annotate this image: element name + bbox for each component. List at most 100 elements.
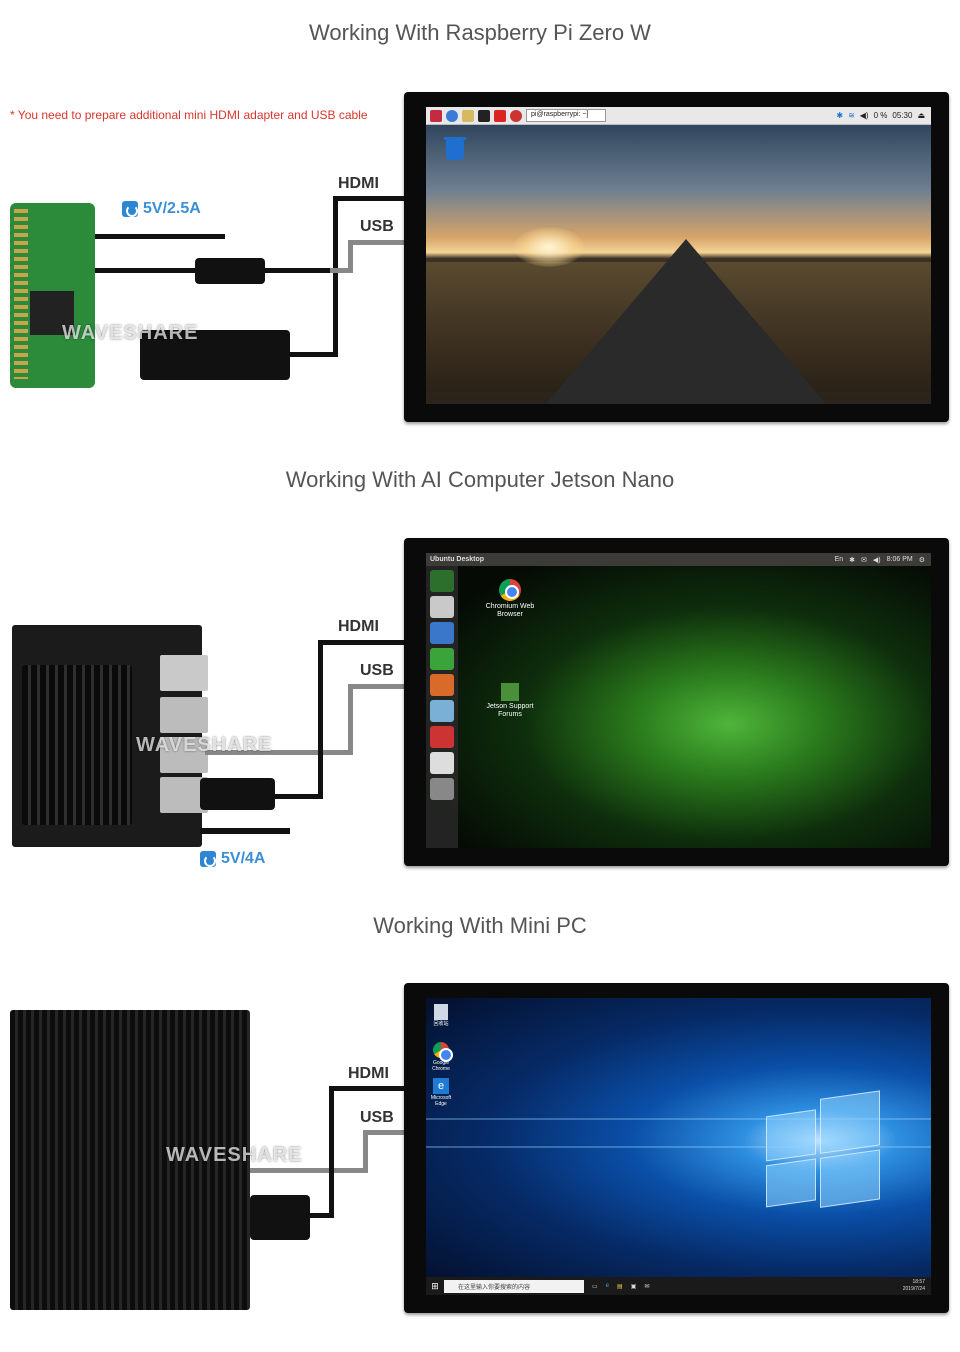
dash-icon[interactable] bbox=[430, 570, 454, 592]
software-icon[interactable] bbox=[430, 700, 454, 722]
wolfram-icon[interactable] bbox=[494, 109, 506, 122]
power-spec-jetson: 5V/4A bbox=[200, 850, 265, 868]
drive-icon[interactable] bbox=[430, 752, 454, 774]
watermark-minipc: WAVESHARE bbox=[166, 1144, 303, 1166]
hdmi-plug-jetson bbox=[200, 778, 275, 810]
file-explorer-icon[interactable]: ▤ bbox=[617, 1283, 623, 1290]
taskbar-search-box[interactable]: 在这里输入你要搜索的内容 bbox=[444, 1279, 584, 1293]
jetson-forums-desktop-item[interactable]: Jetson Support Forums bbox=[480, 683, 540, 719]
usb-label-jetson: USB bbox=[360, 662, 394, 679]
chromium-desktop-item[interactable]: Chromium Web Browser bbox=[480, 579, 540, 619]
chrome-desktop-item[interactable]: Google Chrome bbox=[426, 1042, 456, 1072]
usb-cable-jetson-top bbox=[348, 684, 408, 689]
ubuntu-desktop-screen: Ubuntu Desktop En ✱ ✉ ◀) 8:06 PM ⚙ Chrom… bbox=[426, 553, 931, 848]
usb-cable-minipc-v bbox=[363, 1130, 368, 1173]
power-icon bbox=[200, 851, 216, 867]
usb-cable-minipc-h bbox=[250, 1168, 368, 1173]
hdmi-cable-jetson-h bbox=[275, 794, 323, 799]
trash-icon[interactable] bbox=[430, 778, 454, 800]
mini-hdmi-adapter bbox=[140, 330, 290, 380]
usb-cable-jetson-v bbox=[348, 684, 353, 755]
jetson-nano-board bbox=[12, 625, 208, 847]
power-spec-pi: 5V/2.5A bbox=[122, 200, 201, 218]
usb-cable-pi-top bbox=[348, 240, 408, 245]
soc-chip bbox=[30, 291, 74, 335]
hdmi-cable-minipc-h bbox=[310, 1213, 334, 1218]
hdmi-label-jetson: HDMI bbox=[338, 618, 379, 635]
hdmi-label-pi: HDMI bbox=[338, 175, 379, 192]
hdmi-cable-pi-v bbox=[333, 196, 338, 357]
hdmi-plug-minipc bbox=[250, 1195, 310, 1240]
mail-icon[interactable]: ✉ bbox=[861, 556, 867, 564]
section-title-minipc: Working With Mini PC bbox=[373, 913, 587, 938]
forums-icon bbox=[501, 683, 519, 701]
watermark-jetson: WAVESHARE bbox=[136, 734, 273, 756]
section-title-pi: Working With Raspberry Pi Zero W bbox=[309, 20, 651, 45]
light-beam bbox=[426, 1146, 931, 1148]
heatsink bbox=[22, 665, 132, 825]
browser-icon[interactable] bbox=[446, 109, 458, 122]
tray-date: 2019/7/24 bbox=[902, 1286, 925, 1292]
usb-label-minipc: USB bbox=[360, 1109, 394, 1126]
topbar-clock[interactable]: 8:06 PM bbox=[886, 555, 913, 563]
wifi-icon[interactable]: ≋ bbox=[848, 111, 855, 120]
impress-icon[interactable] bbox=[430, 674, 454, 696]
usb-port-1 bbox=[160, 697, 208, 733]
usb-port-2 bbox=[160, 737, 208, 773]
usb-cable-jetson-h bbox=[205, 750, 353, 755]
recycle-bin-desktop-item[interactable]: 回收站 bbox=[426, 1004, 456, 1027]
edge-icon: e bbox=[433, 1078, 449, 1094]
chrome-icon bbox=[433, 1042, 453, 1062]
writer-icon[interactable] bbox=[430, 622, 454, 644]
system-tray-clock[interactable]: 18:57 2019/7/24 bbox=[903, 1279, 931, 1293]
bluetooth-icon[interactable]: ✱ bbox=[849, 556, 856, 564]
hdmi-label-minipc: HDMI bbox=[348, 1065, 389, 1082]
topbar-title: Ubuntu Desktop bbox=[430, 556, 485, 563]
power-cable-jetson bbox=[200, 828, 290, 834]
settings-icon[interactable] bbox=[430, 726, 454, 748]
wastebasket-icon[interactable] bbox=[444, 137, 466, 160]
edge-taskbar-icon[interactable]: e bbox=[605, 1283, 610, 1289]
taskbar-clock: 05:30 bbox=[892, 111, 913, 120]
ubuntu-launcher bbox=[426, 566, 458, 848]
usb-cable-pi-h bbox=[330, 268, 352, 273]
hdmi-cable-jetson-top bbox=[318, 640, 408, 645]
mini-pc-case bbox=[10, 1010, 250, 1310]
usb-cable-pi-v bbox=[348, 240, 353, 273]
volume-icon[interactable]: ◀) bbox=[859, 111, 869, 120]
monitor-jetson: Ubuntu Desktop En ✱ ✉ ◀) 8:06 PM ⚙ Chrom… bbox=[404, 538, 949, 866]
eject-icon[interactable]: ⏏ bbox=[917, 111, 925, 120]
edge-desktop-item[interactable]: e Microsoft Edge bbox=[426, 1078, 456, 1107]
ubuntu-top-bar: Ubuntu Desktop En ✱ ✉ ◀) 8:06 PM ⚙ bbox=[426, 553, 931, 566]
volume-icon[interactable]: ◀) bbox=[872, 556, 881, 564]
power-label: 5V/4A bbox=[221, 850, 266, 867]
tray-time: 18:57 bbox=[912, 1279, 925, 1285]
recycle-bin-label: 回收站 bbox=[433, 1021, 449, 1027]
raspberry-menu-icon[interactable] bbox=[430, 109, 442, 122]
store-icon[interactable]: ▣ bbox=[630, 1283, 637, 1290]
chromium-label: Chromium Web Browser bbox=[485, 603, 535, 618]
calc-icon[interactable] bbox=[430, 648, 454, 670]
cpu-meter: 0 % bbox=[873, 111, 888, 120]
gpio-header bbox=[14, 209, 28, 379]
windows-taskbar: ⊞ 在这里输入你要搜索的内容 ▭ e ▤ ▣ ✉ 18:57 2019/7/24 bbox=[426, 1277, 931, 1295]
road bbox=[546, 239, 826, 404]
hdmi-cable-jetson-v bbox=[318, 640, 323, 799]
file-manager-icon[interactable] bbox=[462, 109, 474, 122]
mail-icon[interactable]: ✉ bbox=[644, 1283, 650, 1290]
bluetooth-icon[interactable]: ✱ bbox=[836, 111, 844, 120]
watermark-pi: WAVESHARE bbox=[62, 322, 199, 344]
power-cable bbox=[95, 234, 225, 239]
mathematica-icon[interactable] bbox=[510, 109, 522, 122]
terminal-icon[interactable] bbox=[478, 109, 490, 122]
task-view-icon[interactable]: ▭ bbox=[592, 1283, 598, 1290]
section-title-jetson: Working With AI Computer Jetson Nano bbox=[285, 467, 675, 492]
windows-start-icon[interactable]: ⊞ bbox=[431, 1280, 439, 1291]
ethernet-port bbox=[160, 655, 208, 691]
files-icon[interactable] bbox=[430, 596, 454, 618]
usb-cable-minipc-top bbox=[363, 1130, 408, 1135]
gear-icon[interactable]: ⚙ bbox=[918, 556, 925, 564]
usb-label-pi: USB bbox=[360, 218, 394, 235]
terminal-taskbar-tab[interactable]: pi@raspberrypi: ~] bbox=[526, 109, 606, 122]
keyboard-lang-indicator[interactable]: En bbox=[834, 555, 844, 563]
